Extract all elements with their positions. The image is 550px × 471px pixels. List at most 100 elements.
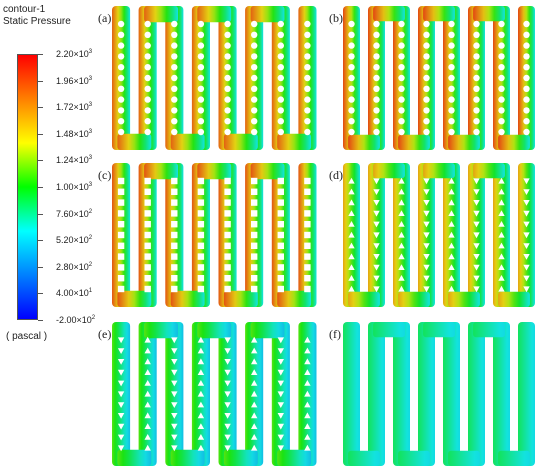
- obstacle-circle: [117, 20, 125, 28]
- obstacle-circle: [498, 96, 505, 103]
- obstacle-circle: [304, 96, 311, 103]
- obstacle-triangle-up: [423, 243, 430, 249]
- obstacle-triangle-down: [197, 380, 205, 386]
- obstacle-circle: [523, 128, 530, 136]
- tick-mantissa: 5.20×10: [56, 235, 89, 246]
- channel-bend: [117, 133, 152, 150]
- channel-bend: [348, 291, 380, 307]
- legend-tick-label: 5.20×102: [56, 235, 92, 245]
- obstacle-triangle-up: [498, 231, 505, 238]
- obstacle-triangle-down: [144, 358, 151, 365]
- channel-leg: [343, 322, 360, 466]
- obstacle-triangle-up: [398, 210, 405, 216]
- obstacle-circle: [304, 85, 311, 93]
- obstacle-circle: [398, 31, 405, 38]
- obstacle-circle: [171, 53, 178, 60]
- obstacle-square: [144, 221, 151, 228]
- obstacle-circle: [423, 31, 430, 38]
- flow-channel: [343, 6, 535, 150]
- obstacle-circle: [197, 20, 205, 28]
- channel-bend: [423, 163, 455, 179]
- tick-exponent: 2: [88, 235, 93, 242]
- obstacle-triangle-down: [117, 434, 125, 441]
- channel-bend: [448, 450, 480, 466]
- obstacle-circle: [144, 31, 151, 38]
- obstacle-triangle-up: [448, 253, 455, 260]
- tick-mantissa: 1.00×10: [56, 182, 89, 192]
- obstacle-triangle-up: [473, 286, 480, 293]
- obstacle-triangle-down: [171, 359, 178, 365]
- obstacle-circle: [448, 31, 455, 38]
- obstacle-triangle-up: [448, 221, 455, 227]
- obstacle-triangle-up: [373, 232, 380, 239]
- obstacle-square: [304, 242, 311, 249]
- obstacle-triangle-up: [373, 275, 380, 282]
- obstacle-circle: [277, 53, 284, 60]
- obstacle-square: [197, 177, 205, 185]
- tick-exponent: 1: [88, 288, 93, 295]
- obstacle-triangle-down: [304, 412, 311, 419]
- channel-bend: [117, 449, 152, 466]
- channel-bend: [117, 290, 152, 307]
- obstacle-circle: [473, 31, 480, 38]
- obstacle-triangle-down: [171, 369, 178, 376]
- obstacle-triangle-down: [304, 358, 311, 365]
- legend-tick-mark: [38, 213, 43, 215]
- tick-exponent: 3: [88, 155, 93, 162]
- obstacle-square: [251, 285, 258, 293]
- flow-channel: [112, 322, 317, 466]
- obstacle-triangle-up: [348, 199, 355, 206]
- obstacle-triangle-down: [224, 337, 231, 344]
- channel-leg: [393, 322, 410, 466]
- obstacle-circle: [473, 42, 480, 49]
- tick-mantissa: 2.20×10: [56, 49, 89, 59]
- obstacle-circle: [224, 118, 231, 125]
- obstacle-circle: [117, 63, 125, 71]
- obstacle-circle: [523, 53, 530, 60]
- obstacle-circle: [373, 20, 380, 28]
- obstacle-triangle-down: [251, 347, 258, 354]
- obstacle-circle: [251, 128, 258, 136]
- obstacle-circle: [473, 53, 480, 60]
- obstacle-circle: [224, 42, 231, 49]
- obstacle-square: [277, 264, 284, 271]
- obstacle-triangle-down: [251, 434, 258, 440]
- obstacle-square: [197, 199, 205, 206]
- channel-bend: [277, 290, 312, 307]
- obstacle-square: [117, 221, 125, 228]
- legend-tick-mark: [38, 160, 43, 162]
- channel-leg: [368, 322, 385, 466]
- obstacle-circle: [373, 42, 380, 49]
- obstacle-triangle-down: [251, 369, 258, 375]
- obstacle-triangle-down: [224, 359, 231, 365]
- obstacle-circle: [523, 118, 530, 125]
- obstacle-circle: [171, 118, 178, 125]
- obstacle-triangle-up: [523, 200, 530, 206]
- obstacle-circle: [277, 31, 284, 38]
- obstacle-circle: [144, 118, 151, 125]
- obstacle-circle: [251, 63, 258, 71]
- channel-bend: [197, 322, 232, 339]
- tick-mantissa: 1.96×10: [56, 75, 89, 86]
- legend-unit: ( pascal ): [6, 331, 48, 342]
- obstacle-triangle-up: [423, 221, 430, 228]
- obstacle-circle: [304, 74, 311, 82]
- obstacle-triangle-down: [224, 445, 231, 452]
- obstacle-triangle-down: [304, 401, 311, 408]
- obstacle-triangle-down: [171, 445, 178, 452]
- channel-bend: [170, 133, 205, 150]
- obstacle-triangle-down: [117, 337, 125, 344]
- obstacle-triangle-down: [277, 434, 284, 441]
- obstacle-triangle-up: [448, 285, 455, 292]
- obstacle-triangle-down: [144, 401, 151, 408]
- obstacle-square: [277, 253, 284, 260]
- obstacle-triangle-down: [277, 413, 284, 419]
- obstacle-triangle-up: [448, 275, 455, 281]
- legend-tick-mark: [38, 80, 43, 82]
- obstacle-triangle-up: [423, 232, 430, 239]
- obstacle-circle: [348, 20, 355, 28]
- obstacle-triangle-up: [498, 253, 505, 260]
- obstacle-triangle-up: [523, 254, 530, 260]
- obstacle-circle: [523, 74, 530, 82]
- obstacle-triangle-up: [423, 254, 430, 260]
